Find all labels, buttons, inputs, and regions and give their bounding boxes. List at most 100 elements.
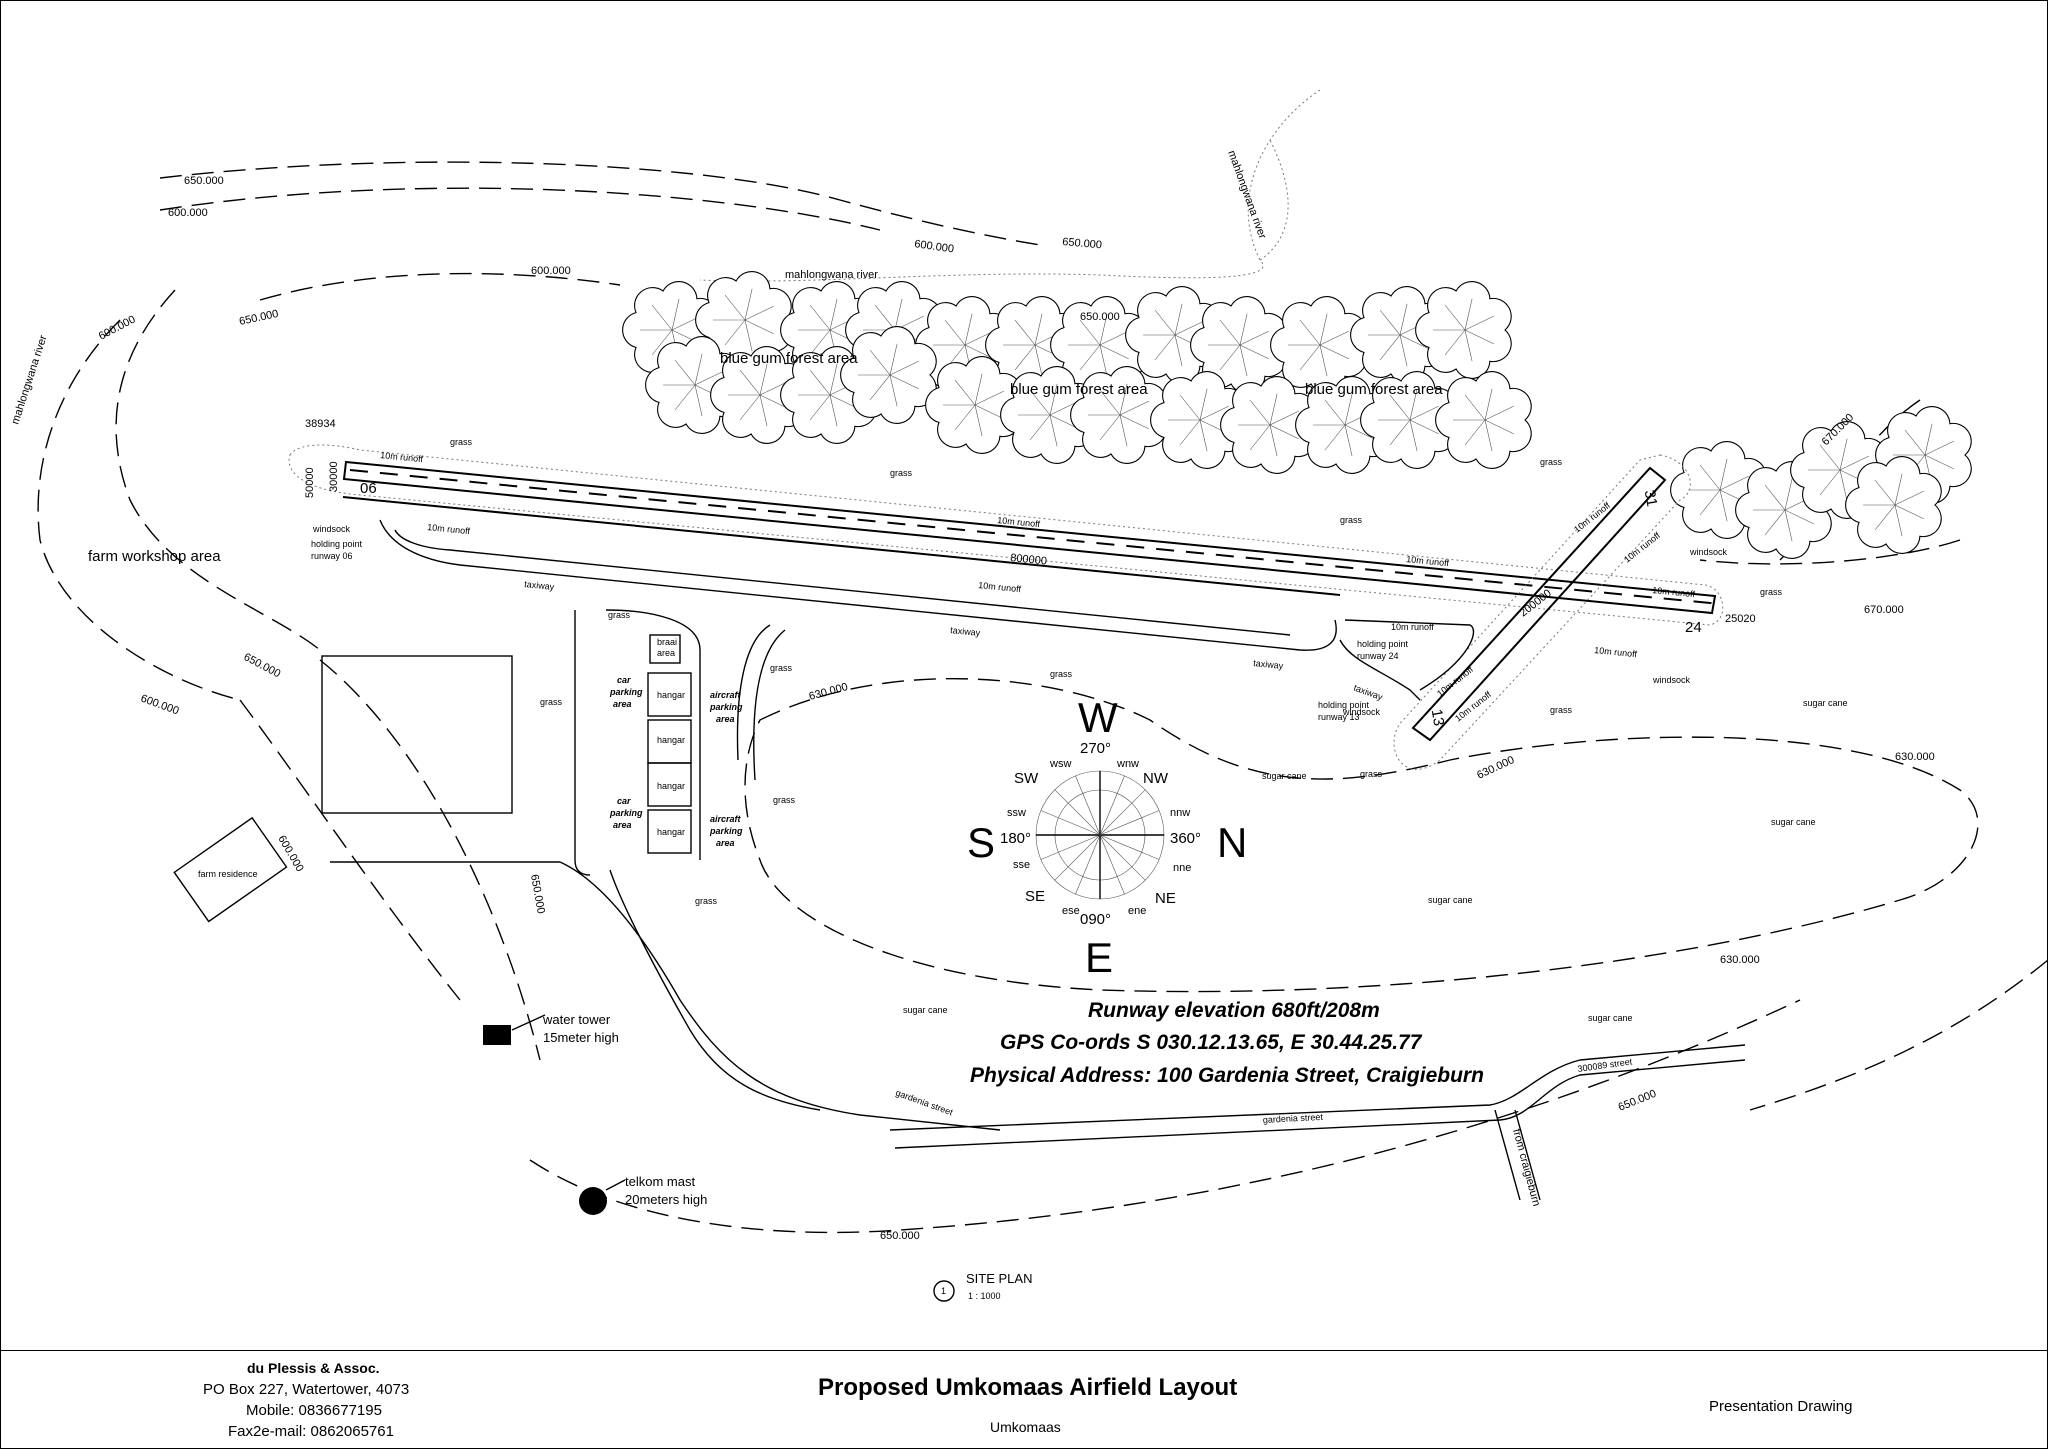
aircraft-parking-label: aircraft [710, 814, 742, 824]
compass-spoke [1054, 789, 1101, 836]
sugar-cane-label: sugar cane [1803, 698, 1848, 708]
contour-line [744, 677, 1979, 993]
tree-canopy [1295, 376, 1392, 474]
tree-canopy [1845, 456, 1942, 554]
compass-deg: 360° [1170, 830, 1201, 847]
runway-runoff-outline [288, 444, 1724, 626]
hangar-label: hangar [657, 827, 685, 837]
firm-mobile: Mobile: 0836677195 [246, 1402, 382, 1419]
compass-deg: 180° [1000, 830, 1031, 847]
runoff-label: 10m runoff [1406, 554, 1450, 568]
tree-canopy [925, 356, 1022, 454]
blue-gum-forest [622, 271, 1972, 559]
river-label: mahlongwana river [785, 269, 878, 281]
contour-label: 670.000 [1864, 604, 1904, 616]
contour-line [1699, 539, 1961, 565]
runway-strip [342, 460, 1717, 615]
farm-residence-label: farm residence [198, 869, 258, 879]
contour-line [159, 161, 1041, 246]
grass-label: grass [1550, 705, 1573, 715]
view-scale: 1 : 1000 [968, 1291, 1001, 1301]
contour-label: 650.000 [528, 873, 547, 914]
grass-label: grass [540, 697, 563, 707]
street-label: gardenia street [894, 1087, 954, 1117]
buildings [173, 634, 692, 1215]
farm-workshop-label: farm workshop area [88, 548, 221, 565]
firm-name: du Plessis & Assoc. [247, 1360, 380, 1376]
contour-label: 650.000 [1062, 236, 1103, 251]
telkom-mast-label: 20meters high [625, 1192, 707, 1207]
tree-canopy [1435, 371, 1532, 469]
holding-point-label: holding point [1357, 639, 1409, 649]
tree-canopy [1350, 286, 1447, 384]
runway-06-24 [288, 444, 1724, 626]
telkom-mast-label: telkom mast [625, 1174, 695, 1189]
contour-line [115, 289, 321, 651]
grass-label: grass [770, 663, 793, 673]
aircraft-parking-label: parking [709, 702, 743, 712]
taxiways [379, 519, 1475, 876]
car-parking-label: parking [609, 687, 643, 697]
compass-spoke [1099, 834, 1146, 881]
contour-line [529, 999, 1801, 1234]
leader-line [511, 1014, 546, 1031]
contour-label: 650.000 [242, 651, 283, 680]
car-parking-label: area [613, 820, 632, 830]
hangar-label: hangar [657, 781, 685, 791]
runoff-label: 10m runoff [1652, 585, 1696, 599]
forest-label: blue gum forest area [720, 350, 858, 367]
water-tower-label: water tower [542, 1012, 611, 1027]
contour-label: 650.000 [880, 1230, 920, 1242]
compass-spoke [1099, 834, 1160, 860]
hangar [647, 672, 692, 717]
windsock-label: windsock [312, 524, 351, 534]
hangar-label: hangar [657, 735, 685, 745]
road [330, 861, 1001, 1131]
taxiway-label: taxiway [524, 579, 555, 592]
compass-west: W [1078, 694, 1118, 741]
compass-spoke [1040, 810, 1101, 836]
grass-label: grass [1360, 769, 1383, 779]
aircraft-parking-label: area [716, 714, 735, 724]
contour-label: 650.000 [238, 308, 279, 328]
runoff-label: 10m runoff [1622, 530, 1662, 565]
runway-edge [342, 496, 1341, 596]
taxiway [1344, 619, 1475, 691]
tree-canopy [1220, 376, 1317, 474]
tree-canopy [1360, 371, 1457, 469]
compass-point: SE [1025, 888, 1045, 905]
contour-line [159, 187, 881, 231]
hangar [647, 762, 692, 807]
firm-address: PO Box 227, Watertower, 4073 [203, 1381, 410, 1398]
compass-point: nnw [1170, 807, 1190, 819]
grass-label: grass [890, 468, 913, 478]
compass-spoke [1099, 775, 1125, 836]
taxiway [379, 519, 1337, 651]
elevation-note: Runway elevation 680ft/208m [1088, 999, 1380, 1022]
contour-line [259, 272, 621, 301]
compass-spoke [1040, 834, 1101, 860]
dimension-label: 50000 [304, 467, 316, 498]
telkom-mast [579, 1187, 607, 1215]
leader-lines [511, 1014, 626, 1191]
river-line [1259, 139, 1289, 261]
compass-point: ene [1128, 905, 1146, 917]
view-number-bubble [933, 1280, 955, 1302]
runoff-label: 10m runoff [1391, 622, 1434, 632]
runway-24-label: 24 [1685, 619, 1702, 636]
holding-point-label: runway 06 [311, 551, 353, 561]
aircraft-parking-label: parking [709, 826, 743, 836]
contour-label: 600.000 [97, 313, 138, 342]
holding-point-label: runway 13 [1318, 712, 1360, 722]
dimension-label: 38934 [305, 418, 336, 430]
sugar-cane-label: sugar cane [903, 1005, 948, 1015]
contour-label: 650.000 [184, 175, 224, 187]
tree-canopy [840, 326, 937, 424]
runoff-label: 10m runoff [1594, 645, 1638, 659]
dimension-label: 25020 [1725, 613, 1756, 625]
contour-label: 600.000 [914, 238, 955, 255]
sugar-cane-label: sugar cane [1262, 771, 1307, 781]
contour-label: 600.000 [168, 207, 208, 219]
river-label: mahlongwana river [1225, 149, 1268, 241]
contour-line [319, 659, 541, 1061]
